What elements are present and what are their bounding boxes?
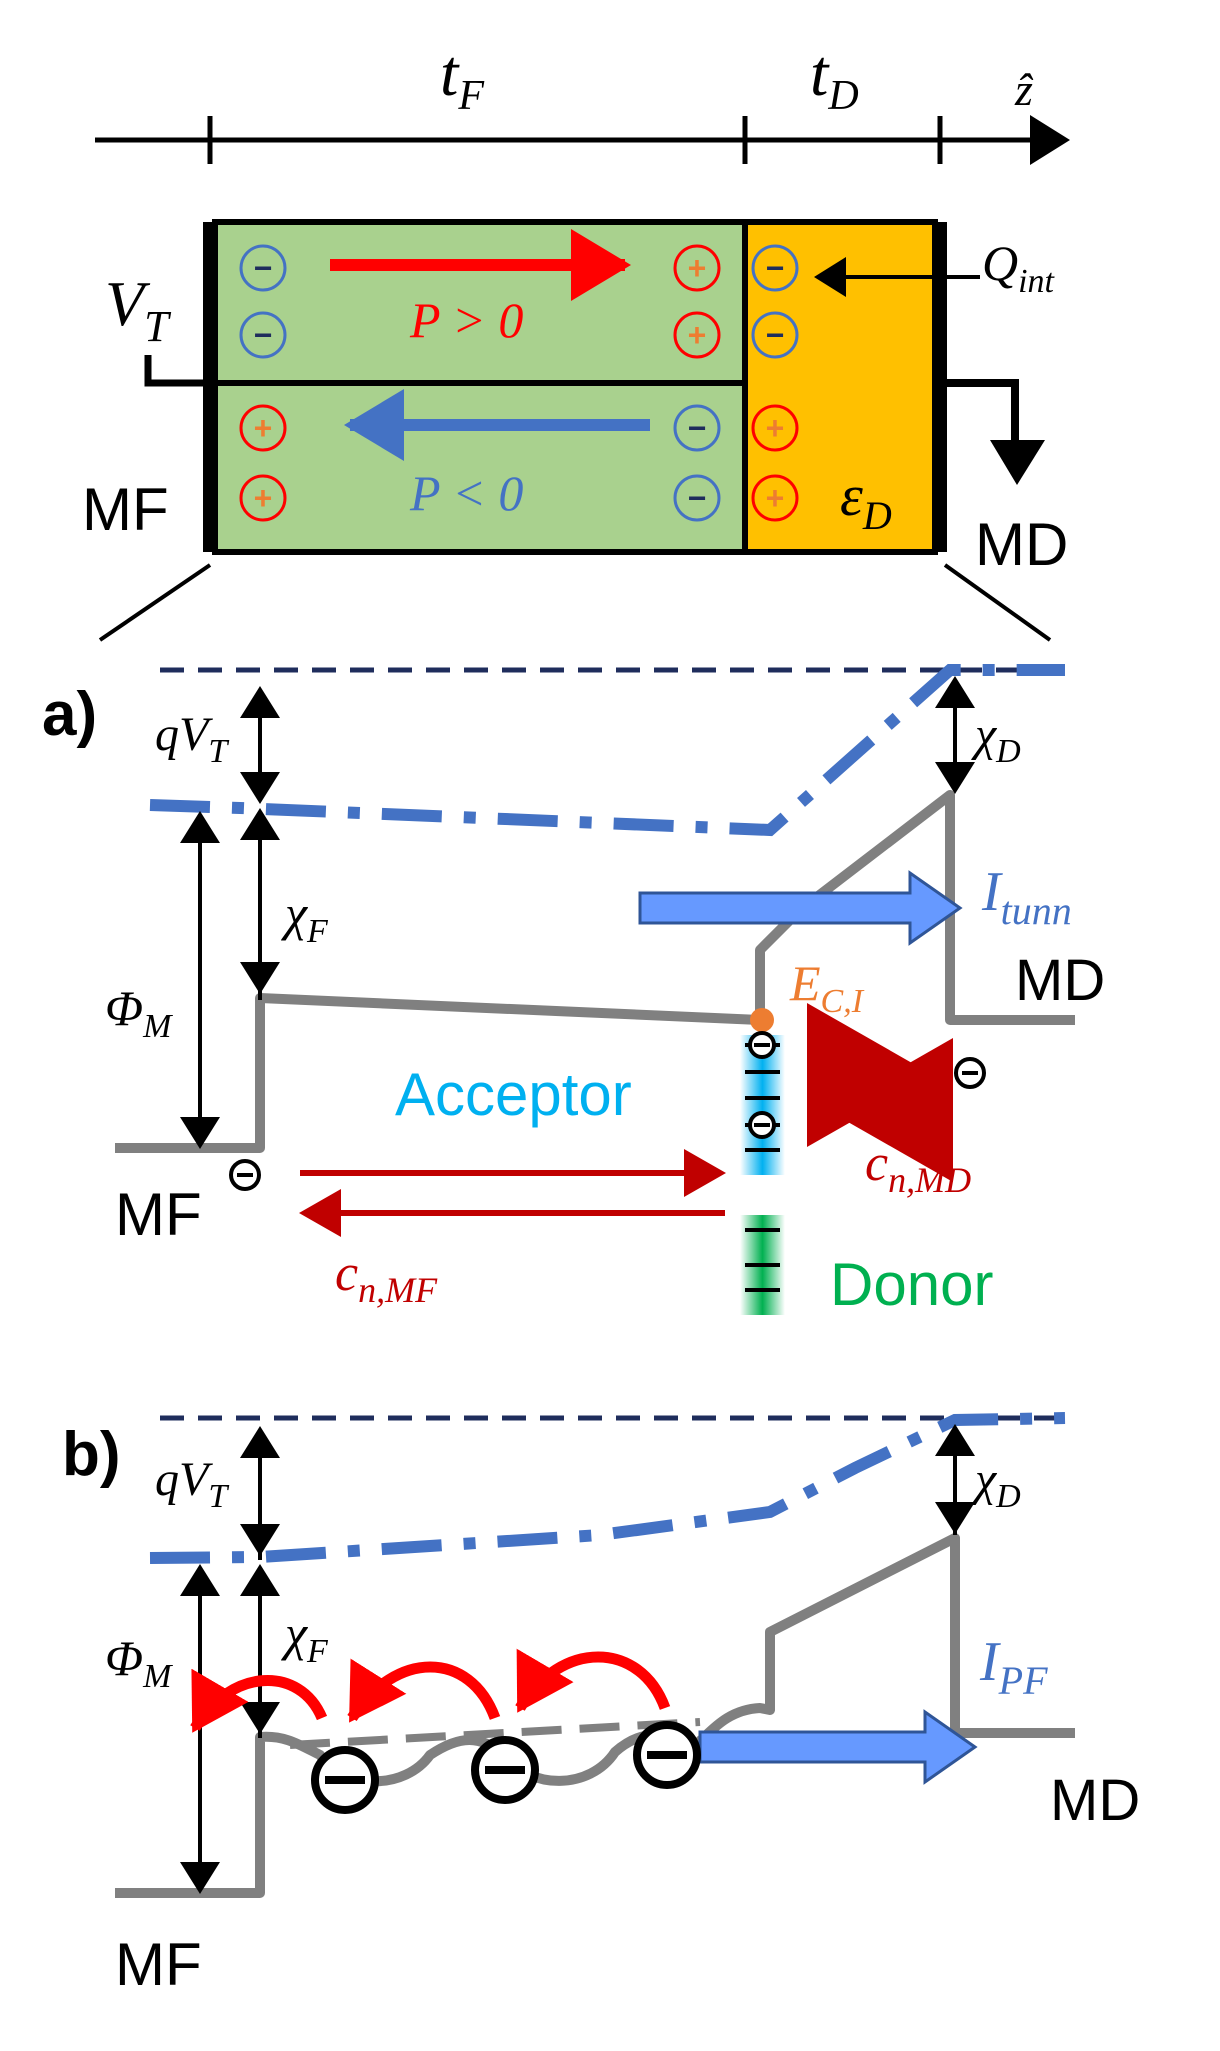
thickness-axis: tF tD ẑ xyxy=(95,37,1070,165)
td-label: tD xyxy=(810,37,859,119)
phim-label: ΦM xyxy=(105,980,173,1045)
p-negative-label: P < 0 xyxy=(409,465,523,521)
mf-band-label: MF xyxy=(115,1931,202,1998)
trapped-electron-1 xyxy=(311,1746,379,1814)
vacuum-level xyxy=(149,664,1065,837)
eps-d-label: εD xyxy=(840,463,892,538)
positive-charge-ring xyxy=(673,311,721,359)
cnmd-label: cn,MD xyxy=(865,1135,971,1200)
negative-charge-sign: − xyxy=(688,480,707,516)
panel-a: a) qVT χF ΦM χD Itunn MD EC,I Acceptor D… xyxy=(42,664,1105,1318)
panel-b-label: b) xyxy=(62,1420,121,1489)
positive-charge-sign: + xyxy=(766,410,785,446)
chid-label: χD xyxy=(971,1453,1021,1515)
md-device-label: MD xyxy=(975,511,1068,578)
positive-charge-ring xyxy=(751,474,799,522)
negative-charge-ring xyxy=(751,311,799,359)
chid-label: χD xyxy=(971,708,1021,770)
panel-a-label: a) xyxy=(42,680,97,749)
positive-charge-ring xyxy=(239,404,287,452)
negative-charge-sign: − xyxy=(254,317,273,353)
trapped-electron-2 xyxy=(471,1736,539,1804)
negative-charge-sign: − xyxy=(254,250,273,286)
hop-arrow-3 xyxy=(515,1648,671,1713)
md-lead xyxy=(945,379,1019,450)
z-hat-label: ẑ xyxy=(1014,64,1034,115)
p-positive-label: P > 0 xyxy=(409,292,523,348)
negative-charge-ring xyxy=(239,244,287,292)
negative-charge-ring xyxy=(239,311,287,359)
conduction-band xyxy=(115,790,1075,1153)
vt-label: VT xyxy=(105,268,172,351)
cnmf-label: cn,MF xyxy=(335,1245,438,1310)
ipf-label: IPF xyxy=(979,1631,1048,1703)
trap-levels xyxy=(745,1031,780,1292)
tf-label: tF xyxy=(440,37,484,119)
qvt-label: qVT xyxy=(155,708,229,770)
ferroelectric-layer xyxy=(215,222,745,552)
positive-charge-ring xyxy=(751,404,799,452)
hop-arrow-1 xyxy=(190,1668,328,1733)
positive-charge-sign: + xyxy=(766,480,785,516)
qvt-label: qVT xyxy=(155,1453,229,1515)
ground-arrow-icon xyxy=(990,440,1045,485)
tunnel-current-arrow xyxy=(638,870,963,946)
vacuum-level xyxy=(149,1412,1066,1564)
positive-charge-sign: + xyxy=(688,317,707,353)
negative-charge-ring xyxy=(751,244,799,292)
chif-label: χF xyxy=(281,885,329,950)
positive-charge-ring xyxy=(239,474,287,522)
trapped-electron-3 xyxy=(633,1721,701,1789)
donor-label: Donor xyxy=(830,1251,993,1318)
md-band-label: MD xyxy=(1015,948,1105,1013)
zoom-line-left xyxy=(98,563,212,642)
interface-level-dot xyxy=(750,1008,774,1032)
acceptor-label: Acceptor xyxy=(395,1061,632,1128)
electron-mf xyxy=(229,1159,261,1191)
chif-label: χF xyxy=(281,1605,329,1670)
pf-current-arrow xyxy=(698,1709,978,1785)
positive-charge-sign: + xyxy=(688,250,707,286)
trap-level-line xyxy=(289,1718,701,1749)
negative-charge-ring xyxy=(673,404,721,452)
surface-charges: − − + + + + − − − − + + xyxy=(239,244,799,522)
negative-charge-ring xyxy=(673,474,721,522)
hop-arrow-2 xyxy=(347,1658,501,1723)
electron-md xyxy=(954,1057,986,1089)
zoom-line-right xyxy=(943,563,1052,642)
phim-label: ΦM xyxy=(105,1630,173,1695)
vt-lead xyxy=(144,355,205,387)
qint-label: Qint xyxy=(982,235,1056,300)
device-schematic: VT MF MD Qint εD P > 0 P < 0 − − + + + + − − − − +… xyxy=(82,219,1068,578)
negative-charge-sign: − xyxy=(766,250,785,286)
mf-band-label: MF xyxy=(115,1181,202,1248)
mf-device-label: MF xyxy=(82,476,169,543)
md-band-label: MD xyxy=(1050,1768,1140,1833)
panel-b: b) qVT χF ΦM χD IPF MD MF xyxy=(62,1412,1140,1998)
positive-charge-sign: + xyxy=(254,410,273,446)
itunn-label: Itunn xyxy=(981,861,1072,933)
negative-charge-sign: − xyxy=(766,317,785,353)
eci-label: EC,I xyxy=(789,955,865,1020)
md-electrode xyxy=(933,222,947,552)
positive-charge-ring xyxy=(673,244,721,292)
negative-charge-sign: − xyxy=(688,410,707,446)
mf-electrode xyxy=(203,222,217,552)
positive-charge-sign: + xyxy=(254,480,273,516)
